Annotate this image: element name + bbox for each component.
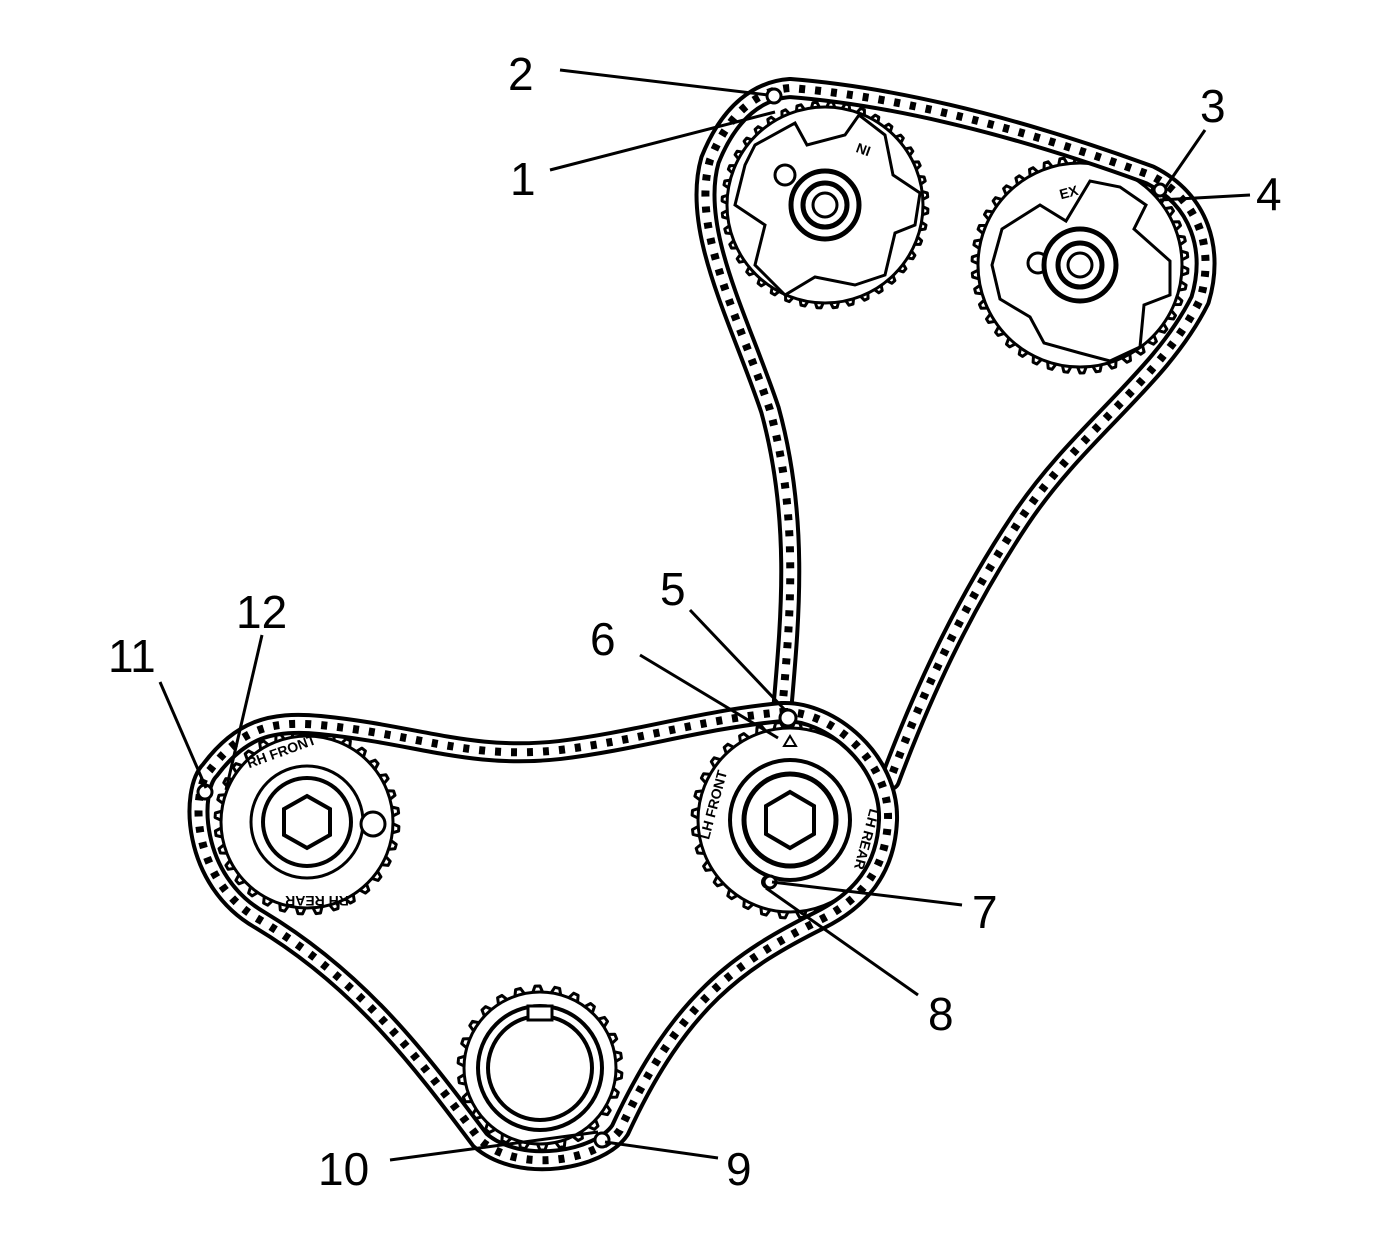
callout-7: 7 xyxy=(972,886,998,938)
callout-9: 9 xyxy=(726,1143,752,1195)
leader-3 xyxy=(1163,129,1207,189)
callout-5: 5 xyxy=(660,563,686,615)
leader-10 xyxy=(389,1130,599,1162)
exhaust-marking: EX xyxy=(1058,182,1081,202)
timing-mark-link-3 xyxy=(1152,182,1168,198)
timing-mark-link-9 xyxy=(593,1131,611,1149)
primary-timing-chain xyxy=(187,701,900,1172)
callout-2: 2 xyxy=(508,48,534,100)
callout-3: 3 xyxy=(1200,80,1226,132)
callout-12: 12 xyxy=(236,586,287,638)
leader-4 xyxy=(1159,193,1251,202)
callout-4: 4 xyxy=(1256,168,1282,220)
timing-mark-link-2 xyxy=(765,87,783,105)
leader-12 xyxy=(224,634,264,791)
intake-marking: IN xyxy=(854,140,873,160)
leader-6 xyxy=(639,653,779,740)
callout-10: 10 xyxy=(318,1143,369,1195)
right-rear-marking: RH REAR xyxy=(285,893,349,909)
exhaust-cam-sprocket: EX xyxy=(970,155,1190,375)
callout-11: 11 xyxy=(108,630,156,682)
leader-7 xyxy=(771,880,963,907)
intake-cam-sprocket: IN xyxy=(720,100,930,310)
callout-1: 1 xyxy=(510,153,536,205)
leader-11 xyxy=(158,681,208,789)
callout-6: 6 xyxy=(590,613,616,665)
leader-2 xyxy=(559,68,769,97)
leader-1 xyxy=(549,110,776,172)
leader-8 xyxy=(765,886,919,997)
right-idler-sprocket: LH FRONT LH REAR xyxy=(690,720,890,920)
callout-8: 8 xyxy=(928,988,954,1040)
left-idler-sprocket: RH FRONT RH REAR xyxy=(213,728,401,916)
leader-5 xyxy=(688,608,787,712)
timing-mark-link-5 xyxy=(778,708,798,728)
leader-9 xyxy=(604,1140,719,1160)
crankshaft-sprocket xyxy=(456,984,624,1152)
cam-timing-chain xyxy=(694,77,1217,791)
